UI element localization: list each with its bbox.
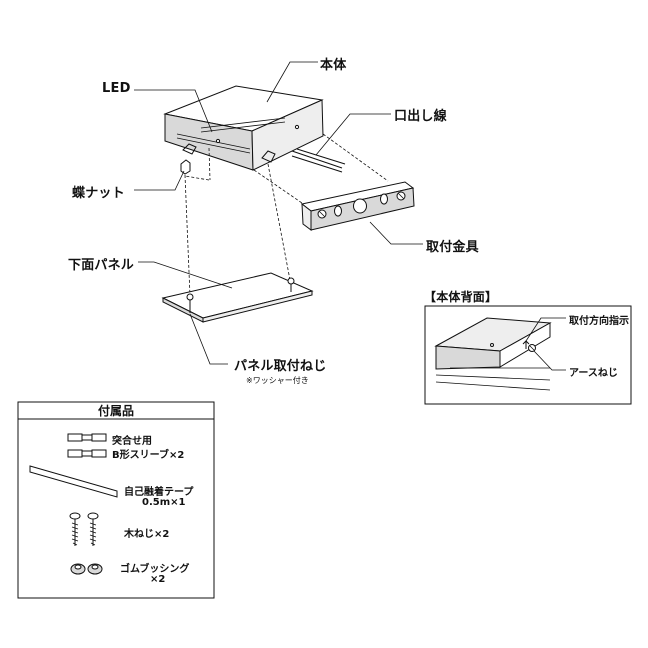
- label-sleeve-line2: B形スリーブ×2: [112, 450, 185, 461]
- accessories-title: 付属品: [97, 404, 134, 418]
- alignment-lines: [184, 133, 389, 297]
- label-outlet-wire: 口出し線: [394, 109, 447, 124]
- sleeve-icon: [67, 433, 107, 458]
- label-panel-screw: パネル取付ねじ: [234, 359, 327, 374]
- label-led: LED: [102, 81, 131, 96]
- label-body: 本体: [320, 58, 347, 73]
- label-tape-line1: 自己融着テープ: [124, 487, 194, 498]
- label-bushing-line2: ×2: [150, 574, 166, 585]
- label-tape-line2: 0.5m×1: [142, 497, 186, 508]
- label-bottom-panel: 下面パネル: [68, 258, 135, 273]
- leader-lines: [134, 61, 423, 365]
- label-bushing-line1: ゴムブッシング: [120, 564, 190, 575]
- label-direction-mark: 取付方向指示: [569, 316, 629, 327]
- wing-nut: [180, 159, 191, 175]
- rubber-bushing-icon: [70, 563, 103, 575]
- outlet-wires: [291, 148, 346, 173]
- bottom-panel: [161, 272, 314, 323]
- rear-view-title: 【本体背面】: [424, 290, 498, 304]
- mounting-bracket: [300, 181, 415, 231]
- accessories-box: [17, 401, 215, 599]
- label-wood-screw: 木ねじ×2: [124, 529, 170, 540]
- label-mounting-bracket: 取付金具: [426, 240, 479, 255]
- label-ground-screw: アースねじ: [569, 368, 618, 379]
- tape-icon: [29, 465, 118, 498]
- label-washer-note: ※ワッシャー付き: [246, 376, 309, 385]
- label-wing-nut: 蝶ナット: [72, 186, 125, 201]
- rear-view: [424, 305, 632, 405]
- wood-screw-icon: [69, 512, 99, 546]
- label-sleeve-line1: 突合せ用: [112, 436, 152, 447]
- main-body: [163, 85, 324, 171]
